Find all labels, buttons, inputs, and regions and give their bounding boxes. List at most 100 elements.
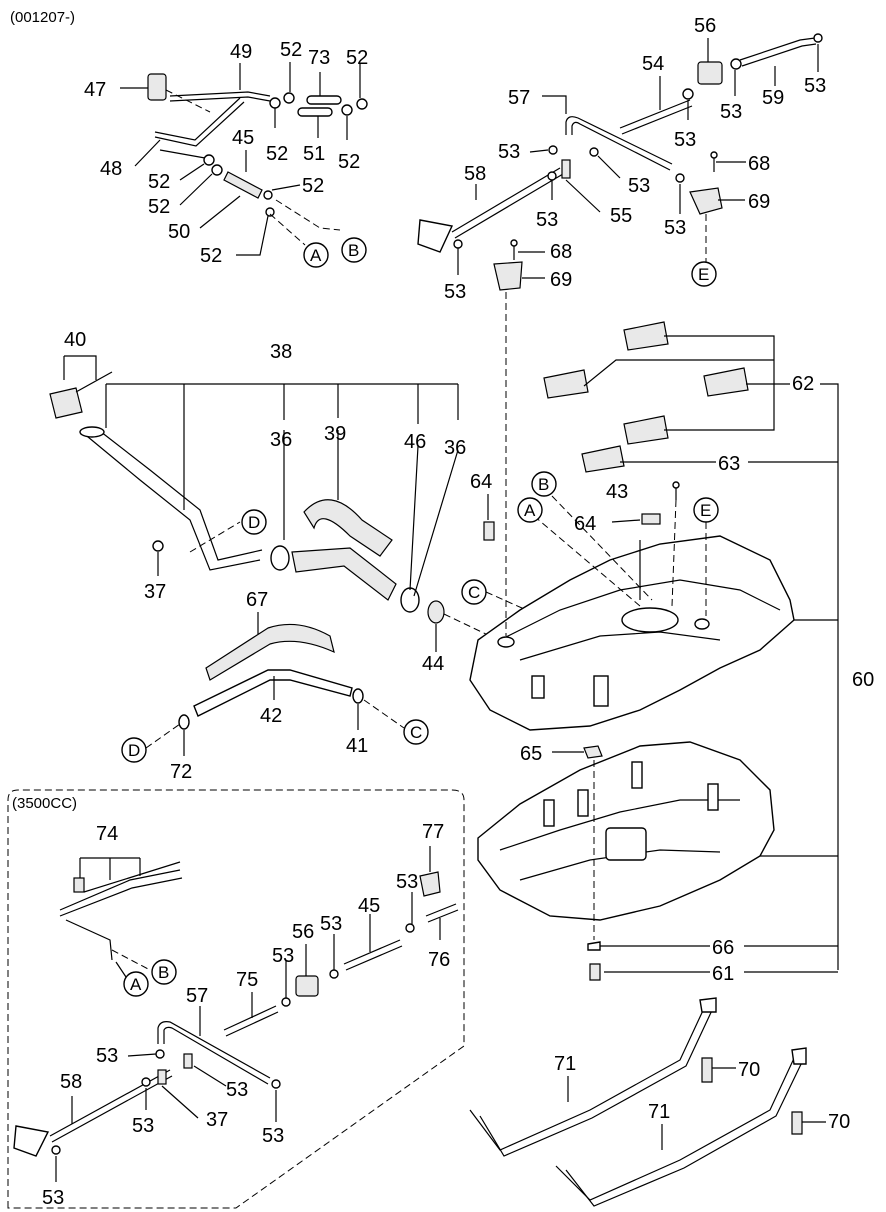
part-63-pad xyxy=(581,445,625,473)
part-48-pipe xyxy=(154,97,241,141)
callout-66: 66 xyxy=(712,937,734,959)
callout-73: 73 xyxy=(308,47,330,69)
filler-neck-group: D C xyxy=(49,355,541,652)
part-62-pad xyxy=(543,369,589,399)
svg-text:D: D xyxy=(128,741,140,760)
callout-52: 52 xyxy=(338,151,360,173)
callout-69: 69 xyxy=(550,269,572,291)
callout-62: 62 xyxy=(792,373,814,395)
part-51-hose xyxy=(297,107,333,117)
callout-37: 37 xyxy=(144,581,166,603)
ref-circle-b: B xyxy=(341,237,367,263)
tank-straps xyxy=(469,997,826,1207)
ref-circle-c: C xyxy=(461,579,487,605)
part-74-lines xyxy=(59,869,181,911)
svg-text:C: C xyxy=(468,583,480,602)
callout-39: 39 xyxy=(324,423,346,445)
fuel-tank-lower xyxy=(477,741,775,981)
callout-45: 45 xyxy=(232,127,254,149)
part-56-valve xyxy=(697,61,723,85)
callout-43: 43 xyxy=(606,481,628,503)
callout-56: 56 xyxy=(694,15,716,37)
callout-41: 41 xyxy=(346,735,368,757)
labels-top-left: 47 48 49 52 73 52 52 51 52 45 52 52 52 5… xyxy=(84,39,368,268)
callout-63: 63 xyxy=(718,453,740,475)
callout-51: 51 xyxy=(303,143,325,165)
callout-58: 58 xyxy=(464,163,486,185)
part-64-clip xyxy=(483,521,495,541)
part-57-tube xyxy=(565,116,673,165)
labels-tank: 64 64 43 62 63 60 xyxy=(470,373,874,691)
callout-75: 75 xyxy=(236,969,258,991)
ref-circle-e: E xyxy=(691,261,717,287)
callout-53: 53 xyxy=(262,1125,284,1147)
callout-72: 72 xyxy=(170,761,192,783)
callout-36: 36 xyxy=(270,429,292,451)
callout-60: 60 xyxy=(852,669,874,691)
callout-57: 57 xyxy=(508,87,530,109)
part-70-bolt xyxy=(791,1111,803,1135)
ref-circle-a: A xyxy=(123,971,149,997)
svg-text:A: A xyxy=(524,501,536,520)
labels-top-right: 56 54 57 59 53 53 53 53 53 58 68 53 55 6… xyxy=(444,15,826,303)
part-69-valve xyxy=(493,261,523,291)
callout-67: 67 xyxy=(246,589,268,611)
fuel-tank-upper: B A E xyxy=(469,292,795,731)
callout-52: 52 xyxy=(280,39,302,61)
callout-54: 54 xyxy=(642,53,664,75)
part-36-clamp xyxy=(400,587,420,613)
part-55-connector xyxy=(561,159,571,179)
vent-valve-group-top-right xyxy=(417,33,823,291)
callout-52: 52 xyxy=(148,196,170,218)
callout-53: 53 xyxy=(132,1115,154,1137)
callout-58: 58 xyxy=(60,1071,82,1093)
part-36-clamp xyxy=(270,545,290,571)
part-76-connector xyxy=(425,903,457,917)
part-62-pad xyxy=(623,321,669,351)
callout-53: 53 xyxy=(42,1187,64,1209)
callout-36: 36 xyxy=(444,437,466,459)
callout-53: 53 xyxy=(444,281,466,303)
callout-64: 64 xyxy=(470,471,492,493)
ref-circle-d: D xyxy=(121,737,147,763)
callout-38: 38 xyxy=(270,341,292,363)
callout-44: 44 xyxy=(422,653,444,675)
part-77-bracket xyxy=(419,871,441,897)
callout-71: 71 xyxy=(648,1101,670,1123)
part-58-bracket xyxy=(417,219,454,253)
part-73-hose xyxy=(306,95,342,105)
svg-text:B: B xyxy=(348,241,359,260)
svg-text:B: B xyxy=(158,963,169,982)
callout-64: 64 xyxy=(574,513,596,535)
part-59-hose xyxy=(739,37,816,61)
callout-71: 71 xyxy=(554,1053,576,1075)
svg-text:B: B xyxy=(538,475,549,494)
part-42-hose xyxy=(193,669,353,717)
part-71-strap xyxy=(555,1053,797,1201)
header-code: (001207-) xyxy=(10,9,75,26)
ref-circle-b: B xyxy=(531,471,557,497)
callout-40: 40 xyxy=(64,329,86,351)
part-58-tube xyxy=(451,167,561,233)
callout-53: 53 xyxy=(720,101,742,123)
part-47-clip xyxy=(147,73,167,101)
part-49-tube xyxy=(169,91,271,97)
callout-56: 56 xyxy=(292,921,314,943)
callout-52: 52 xyxy=(302,175,324,197)
variant-title: (3500CC) xyxy=(12,795,77,812)
part-75-tube xyxy=(223,1005,277,1031)
part-45-hose xyxy=(223,171,263,199)
part-64-clip xyxy=(641,513,661,525)
part-70-bolt xyxy=(701,1057,713,1083)
ref-circle-c: C xyxy=(403,719,429,745)
callout-53: 53 xyxy=(396,871,418,893)
callout-53: 53 xyxy=(272,945,294,967)
part-38-filler-neck xyxy=(81,431,261,571)
callout-53: 53 xyxy=(498,141,520,163)
part-67-hose xyxy=(205,623,335,681)
ref-circle-a: A xyxy=(303,242,329,268)
svg-text:A: A xyxy=(310,246,322,265)
part-44-grommet xyxy=(427,600,445,624)
fuel-pump-opening xyxy=(621,607,679,633)
callout-68: 68 xyxy=(550,241,572,263)
